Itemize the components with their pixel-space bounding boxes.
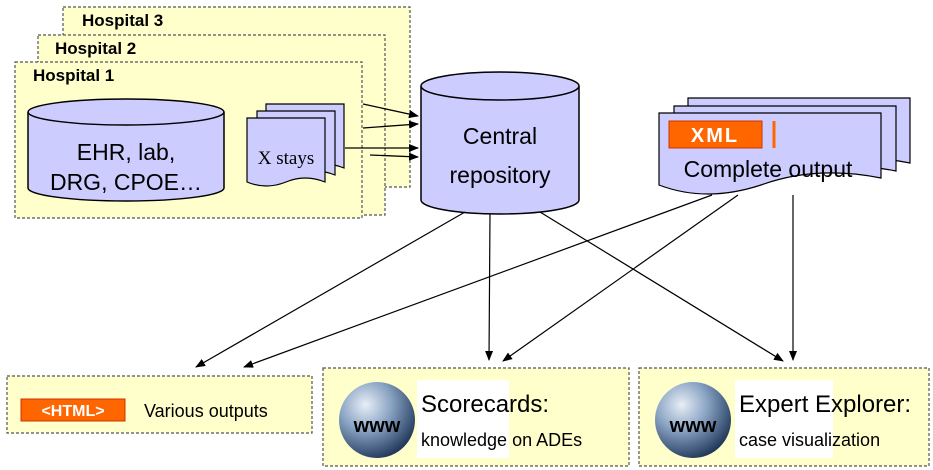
expert-explorer-subtitle: case visualization (739, 430, 880, 450)
expert-explorer-title: Expert Explorer: (739, 391, 911, 418)
stays-documents: X stays (246, 103, 345, 187)
xml-output-documents: XML Complete output (658, 97, 911, 195)
xml-badge (668, 120, 763, 149)
scorecards-title: Scorecards: (421, 391, 549, 418)
stays-documents-label: X stays (258, 148, 314, 169)
various-outputs-panel: <HTML> Various outputs (6, 375, 313, 434)
globe-icon (339, 382, 415, 458)
various-outputs-label: Various outputs (144, 401, 268, 421)
central-repository: Central repository (420, 71, 580, 215)
scorecards-highlight (417, 380, 509, 458)
xml-output-label: Complete output (684, 156, 853, 182)
hospital-1-label: Hospital 1 (33, 66, 114, 85)
flow-arrows-to-outputs (195, 194, 797, 368)
ehr-database: EHR, lab, DRG, CPOE… (27, 98, 225, 202)
globe-icon (655, 382, 731, 458)
arrow-hospital1-to-repo (369, 152, 419, 161)
arrow-repo-to-scorecards (485, 213, 494, 361)
arrow-xml-to-scorecards (502, 194, 739, 362)
globe-www-text: www (353, 415, 401, 437)
hospital-2-label: Hospital 2 (55, 39, 136, 58)
arrow-hospital3-to-repo (362, 103, 419, 118)
central-repository-line2: repository (450, 162, 551, 188)
html-badge-text: <HTML> (41, 403, 104, 420)
ehr-database-line1: EHR, lab, (77, 139, 175, 165)
flow-arrows-to-repository (345, 103, 419, 161)
html-badge (20, 398, 126, 422)
central-repository-line1: Central (463, 123, 537, 149)
scorecards-panel: www Scorecards: knowledge on ADEs (322, 367, 630, 467)
ehr-database-line2: DRG, CPOE… (50, 169, 202, 195)
globe-www-text: www (669, 415, 717, 437)
arrow-xml-to-various (243, 194, 713, 368)
arrow-repo-to-various (195, 211, 466, 368)
xml-badge-text: XML (691, 125, 739, 147)
arrow-repo-to-expert (539, 211, 784, 362)
hospital-3-label: Hospital 3 (82, 11, 163, 30)
expert-explorer-highlight (735, 380, 833, 458)
arrow-hospital2-to-repo (362, 120, 419, 129)
scorecards-subtitle: knowledge on ADEs (421, 430, 582, 450)
expert-explorer-panel: www Expert Explorer: case visualization (638, 367, 930, 467)
